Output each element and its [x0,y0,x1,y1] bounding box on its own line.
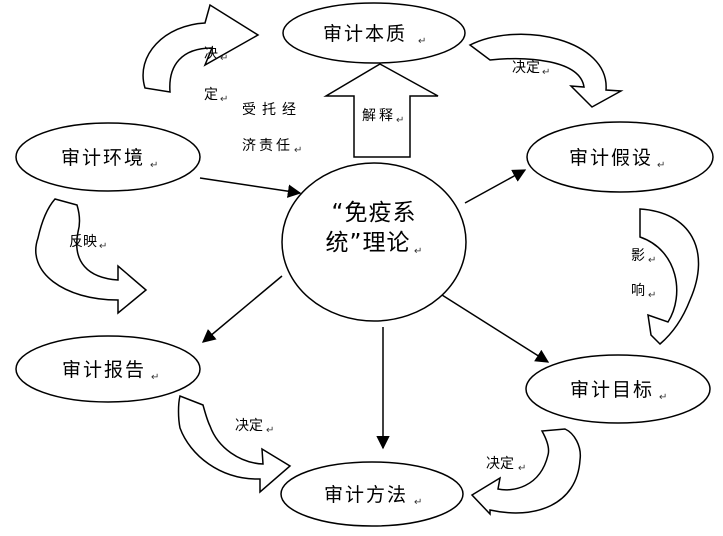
curved-arrow-method-to-report [177,394,292,494]
paragraph-mark: ↵ [99,241,107,252]
curved-arrow-objective-to-method [470,428,582,516]
paragraph-mark: ↵ [266,425,274,436]
relation-label-decide-2: 定 [204,87,218,103]
paragraph-mark: ↵ [659,392,667,403]
node-label-environment: 审计环境 [61,147,145,169]
curved-arrow-env-to-essence [142,3,260,93]
node-label-essence: 审计本质 [323,23,407,45]
center-label-line1: “免疫系 [332,200,417,226]
center-immune-system-theory [281,162,467,322]
relation-label-explain: 解释 [362,108,396,124]
node-label-objective: 审计目标 [570,379,654,401]
paragraph-mark: ↵ [648,290,656,301]
node-label-report: 审计报告 [62,359,146,381]
paragraph-mark: ↵ [518,463,526,474]
center-label-line2: 统”理论 [326,230,411,256]
relation-label-influence-1: 影 [631,248,645,264]
node-audit-assumption [526,121,714,193]
paragraph-mark: ↵ [150,160,158,171]
node-label-method: 审计方法 [324,484,408,506]
arrow-environment-to-center [199,177,302,198]
relation-label-decide-method-report: 决定 [235,418,263,434]
paragraph-mark: ↵ [414,246,422,257]
relation-label-decide-1: 决 [204,46,218,62]
arrow-center-to-objective [441,294,550,363]
curved-arrow-influence [639,208,700,346]
paragraph-mark: ↵ [542,67,550,78]
arrow-center-to-report [201,275,283,343]
explain-block-arrow [323,63,439,158]
relation-label-influence-2: 响 [631,283,645,299]
relation-label-decide-essence-assumption: 决定 [512,60,540,76]
relation-label-decide-objective-method: 决定 [486,456,514,472]
relation-label-accountability-1: 受托经 [242,102,302,118]
paragraph-mark: ↵ [648,255,656,266]
relation-label-reflect: 反映 [69,234,97,250]
paragraph-mark: ↵ [220,94,228,105]
node-audit-method [280,461,464,527]
node-audit-objective [525,354,711,424]
paragraph-mark: ↵ [294,145,302,156]
paragraph-mark: ↵ [396,115,404,126]
node-audit-report [15,335,201,403]
relation-label-accountability-2: 济责任 [242,138,293,154]
curved-arrow-essence-to-assumption [468,33,624,108]
paragraph-mark: ↵ [657,160,665,171]
paragraph-mark: ↵ [151,372,159,383]
node-audit-environment [15,122,201,192]
node-audit-essence [282,2,466,64]
paragraph-mark: ↵ [414,497,422,508]
arrow-center-to-assumption [464,169,527,204]
curved-arrow-reflect [35,198,148,315]
paragraph-mark: ↵ [220,53,228,64]
paragraph-mark: ↵ [418,36,426,47]
node-label-assumption: 审计假设 [569,147,653,169]
